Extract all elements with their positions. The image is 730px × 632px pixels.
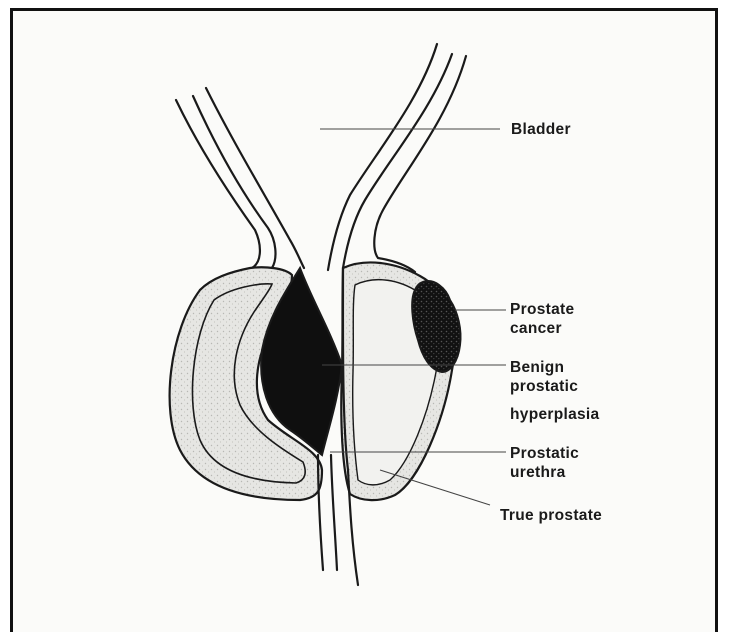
true-prostate-label: True prostate: [500, 506, 602, 525]
bladder-label: Bladder: [511, 120, 571, 139]
prostate-cancer-label: Prostate cancer: [510, 300, 574, 338]
bph-label-line2: prostatic: [510, 377, 578, 396]
bph-label-line3: hyperplasia: [510, 405, 599, 424]
urethra-label: Prostatic urethra: [510, 444, 579, 482]
left-bladder-wall: [176, 88, 304, 290]
right-bladder-wall: [328, 44, 466, 272]
bph-label-line1: Benign: [510, 358, 564, 377]
